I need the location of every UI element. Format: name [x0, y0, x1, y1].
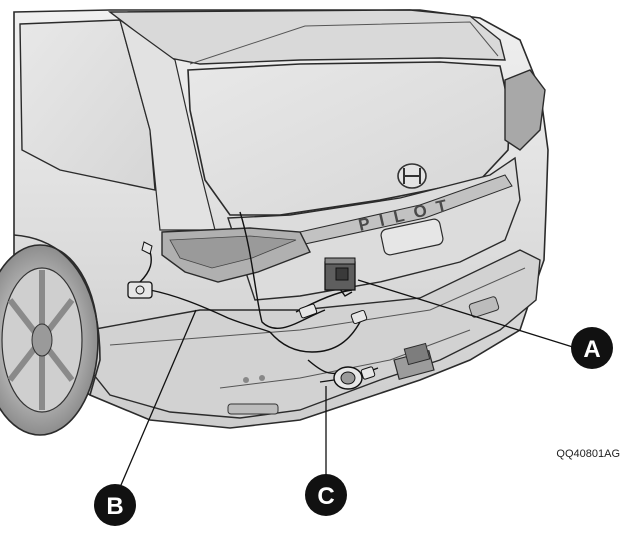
callout-a-label: A — [583, 336, 600, 363]
honda-logo-emblem — [397, 163, 427, 189]
leader-line-a — [357, 279, 577, 349]
callout-b: B — [94, 484, 136, 526]
control-module-a — [324, 257, 356, 291]
harness-connector-left — [127, 241, 153, 299]
leader-lines — [117, 279, 577, 493]
callout-a: A — [571, 327, 613, 369]
callout-c: C — [305, 474, 347, 516]
rear-bumper — [89, 249, 541, 419]
license-plate-recess — [380, 218, 444, 256]
callout-c-label: C — [317, 483, 334, 510]
harness-plug-clip — [298, 303, 368, 325]
rear-wheel — [0, 244, 99, 436]
vehicle-body: PILOT — [0, 9, 549, 436]
trailer-connector-c — [319, 366, 379, 390]
right-taillight — [504, 69, 546, 151]
callout-b-label: B — [106, 493, 123, 520]
leader-line-b — [117, 309, 197, 493]
trailer-hitch-receiver — [393, 342, 435, 381]
figure-code: QQ40801AG — [556, 448, 620, 460]
